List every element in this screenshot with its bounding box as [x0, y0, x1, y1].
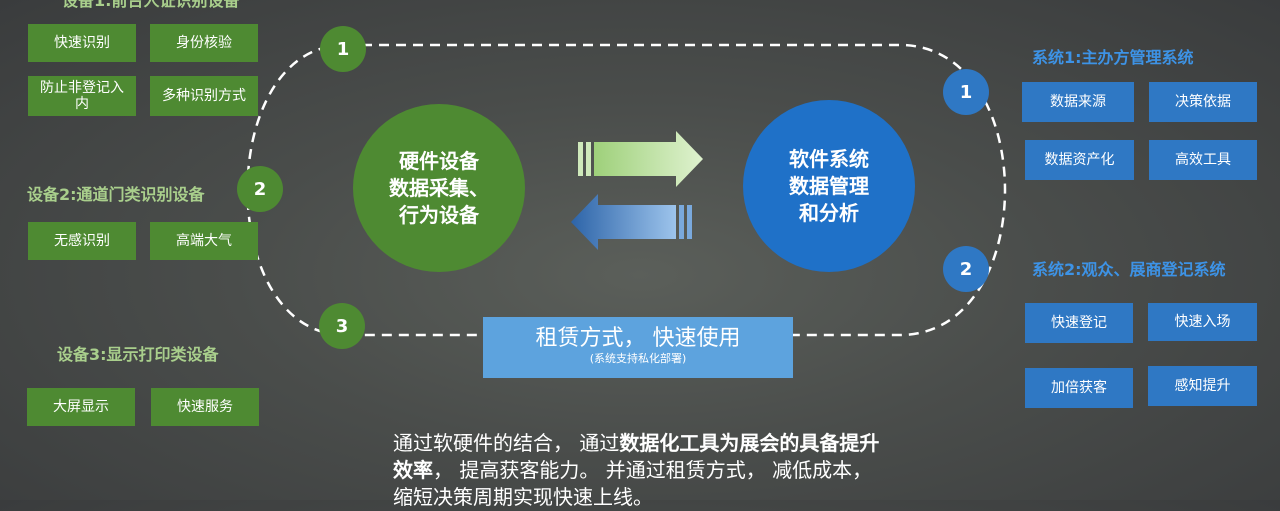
left-arrow [571, 194, 692, 250]
marker-right-1: 1 [943, 69, 989, 115]
device1-item-3: 防止非登记入内 [28, 76, 136, 116]
device3-item-1: 大屏显示 [27, 388, 135, 426]
marker-left-3: 3 [319, 303, 365, 349]
system1-item-3: 数据资产化 [1025, 140, 1134, 180]
rental-title: 租赁方式， 快速使用 [535, 326, 741, 351]
system2-item-3: 加倍获客 [1025, 368, 1133, 408]
system2-item-2: 快速入场 [1148, 303, 1257, 341]
system2-item-4: 感知提升 [1148, 366, 1257, 406]
arrows [571, 131, 703, 250]
device1-item-4: 多种识别方式 [150, 76, 258, 116]
marker-left-2: 2 [237, 166, 283, 212]
software-circle: 软件系统 数据管理 和分析 [743, 100, 915, 272]
hardware-circle: 硬件设备 数据采集、 行为设备 [353, 104, 525, 272]
device2-item-2: 高端大气 [150, 222, 258, 260]
footer-text-2: ， 提高获客能力。 并通过租赁方式， 减低成本， 缩短决策周期实现快速上线。 [393, 458, 873, 509]
right-arrow [578, 131, 703, 187]
footer-description: 通过软硬件的结合， 通过数据化工具为展会的具备提升效率， 提高获客能力。 并通过… [393, 430, 883, 511]
rental-box: 租赁方式， 快速使用 (系统支持私化部署) [483, 317, 793, 378]
device1-item-1: 快速识别 [28, 24, 136, 62]
footer-text-1: 通过软硬件的结合， 通过 [393, 431, 620, 455]
device3-item-2: 快速服务 [151, 388, 259, 426]
dashed-loop [0, 0, 1280, 500]
marker-left-1: 1 [320, 26, 366, 72]
footer-bold-text: 数据化工具为展会的具备提升效率 [393, 431, 880, 482]
system2-heading: 系统2:观众、展商登记系统 [1032, 260, 1226, 279]
rental-subtitle: (系统支持私化部署) [589, 352, 687, 365]
device1-item-2: 身份核验 [150, 24, 258, 62]
device2-item-1: 无感识别 [28, 222, 136, 260]
marker-right-2: 2 [943, 246, 989, 292]
system1-item-4: 高效工具 [1149, 140, 1257, 180]
system2-item-1: 快速登记 [1025, 303, 1133, 343]
system1-item-1: 数据来源 [1022, 82, 1134, 122]
system1-item-2: 决策依据 [1149, 82, 1257, 122]
system1-heading: 系统1:主办方管理系统 [1032, 48, 1194, 67]
device3-heading: 设备3:显示打印类设备 [57, 345, 219, 364]
device1-heading: 设备1:前台人证识别设备 [62, 0, 240, 10]
device2-heading: 设备2:通道门类识别设备 [27, 185, 205, 204]
